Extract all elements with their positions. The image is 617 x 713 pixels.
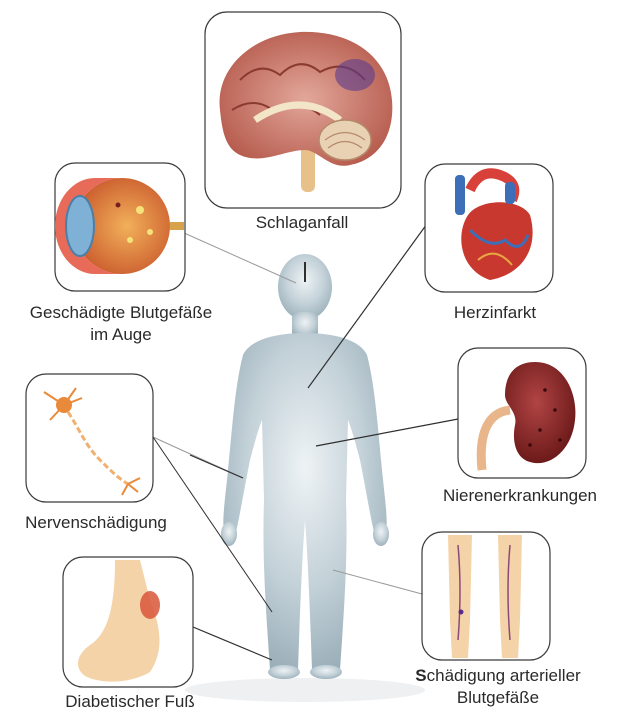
label-kidney-text: Nierenerkrankungen <box>425 485 615 507</box>
label-foot-text: Diabetischer Fuß <box>40 691 220 713</box>
label-eye: Geschädigte Blutgefäße im Auge <box>6 302 236 346</box>
connector-foot <box>193 627 272 660</box>
label-artery-line2: Blutgefäße <box>378 687 617 709</box>
artery-box <box>422 532 550 660</box>
label-artery-line1: Schädigung arterieller <box>378 665 617 687</box>
eye-box <box>55 163 185 291</box>
nerve-box <box>26 374 153 502</box>
human-body-silhouette <box>221 254 389 679</box>
connector-eye <box>173 228 296 283</box>
label-eye-line2: im Auge <box>6 324 236 346</box>
connector-artery <box>333 570 422 594</box>
label-heart-text: Herzinfarkt <box>425 302 565 324</box>
label-stroke-text: Schlaganfall <box>222 212 382 234</box>
label-stroke: Schlaganfall <box>222 212 382 234</box>
label-eye-line1: Geschädigte Blutgefäße <box>6 302 236 324</box>
label-nerve-text: Nervenschädigung <box>6 512 186 534</box>
kidney-box <box>458 348 586 478</box>
label-kidney: Nierenerkrankungen <box>425 485 615 507</box>
brain-box <box>205 12 401 208</box>
label-artery: Schädigung arterieller Blutgefäße <box>378 665 617 709</box>
label-foot: Diabetischer Fuß <box>40 691 220 713</box>
label-nerve: Nervenschädigung <box>6 512 186 534</box>
label-heart: Herzinfarkt <box>425 302 565 324</box>
foot-box <box>63 557 193 687</box>
heart-box <box>425 164 553 292</box>
